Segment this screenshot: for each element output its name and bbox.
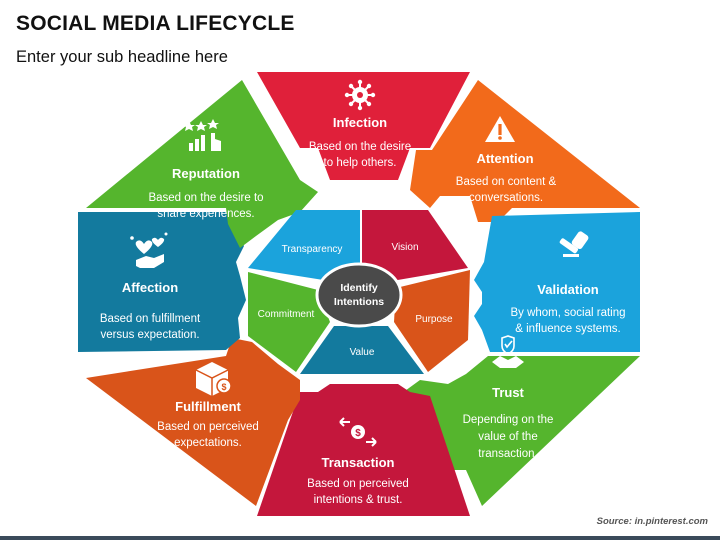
trust-desc-2: value of the [478, 431, 537, 443]
transaction-title: Transaction [322, 455, 395, 470]
validation-desc-1: By whom, social rating [510, 307, 625, 319]
segment-trust: Trust Depending on the value of the tran… [398, 335, 640, 506]
rating-chart-icon [183, 119, 221, 151]
fulfillment-title: Fulfillment [175, 399, 241, 414]
trust-desc-3: transaction. [478, 448, 537, 460]
reputation-title: Reputation [172, 166, 240, 181]
attention-title: Attention [476, 151, 533, 166]
bottom-bar [0, 536, 720, 540]
purpose-label: Purpose [415, 314, 453, 325]
segment-fulfillment: $ Fulfillment Based on perceived expecta… [86, 338, 300, 506]
inner-vision: Vision [362, 210, 468, 282]
commitment-label: Commitment [258, 309, 315, 320]
infection-desc-2: to help others. [324, 157, 397, 169]
source-credit: Source: in.pinterest.com [596, 516, 708, 527]
center-line-1: Identify [340, 282, 377, 294]
segment-attention: Attention Based on content & conversatio… [410, 80, 640, 222]
affection-title: Affection [122, 280, 178, 295]
money-exchange-icon: $ [339, 417, 377, 447]
segment-transaction: $ Transaction Based on perceived intenti… [257, 384, 470, 516]
fulfillment-desc-1: Based on perceived [157, 421, 259, 433]
affection-desc-1: Based on fulfillment [100, 313, 201, 325]
trust-desc-1: Depending on the [463, 414, 554, 426]
validation-title: Validation [537, 282, 598, 297]
inner-commitment: Commitment [248, 272, 330, 372]
reputation-desc-2: share experiences. [157, 208, 254, 220]
segment-reputation: Reputation Based on the desire to share … [86, 80, 318, 248]
infection-title: Infection [333, 115, 387, 130]
segment-affection: Affection Based on fulfillment versus ex… [78, 212, 246, 352]
center-line-2: Intentions [334, 296, 384, 308]
svg-text:$: $ [221, 382, 226, 392]
inner-transparency: Transparency [248, 210, 360, 282]
attention-desc-2: conversations. [469, 192, 543, 204]
transaction-desc-1: Based on perceived [307, 478, 409, 490]
warning-icon [485, 116, 515, 142]
package-icon: $ [195, 362, 232, 396]
trust-title: Trust [492, 385, 524, 400]
attention-desc-1: Based on content & [456, 176, 557, 188]
inner-purpose: Purpose [394, 270, 470, 372]
validation-desc-2: & influence systems. [515, 323, 620, 335]
stamp-icon [559, 231, 589, 257]
reputation-desc-1: Based on the desire to [148, 192, 263, 204]
value-label: Value [350, 347, 375, 358]
segment-validation: Validation By whom, social rating & infl… [474, 212, 640, 352]
infection-desc-1: Based on the desire [309, 141, 411, 153]
vision-label: Vision [391, 242, 418, 253]
transparency-label: Transparency [282, 244, 343, 255]
page-subtitle: Enter your sub headline here [16, 48, 228, 66]
inner-value: Value [300, 326, 424, 374]
virus-icon [344, 79, 376, 111]
page-title: SOCIAL MEDIA LIFECYCLE [16, 12, 295, 35]
svg-text:$: $ [355, 428, 361, 439]
handshake-icon [492, 335, 524, 368]
fulfillment-desc-2: expectations. [174, 437, 242, 449]
segment-infection: Infection Based on the desire to help ot… [257, 72, 470, 180]
transaction-desc-2: intentions & trust. [314, 494, 403, 506]
hearts-hand-icon [130, 232, 168, 268]
center-node: Identify Intentions [315, 262, 403, 328]
affection-desc-2: versus expectation. [100, 329, 199, 341]
